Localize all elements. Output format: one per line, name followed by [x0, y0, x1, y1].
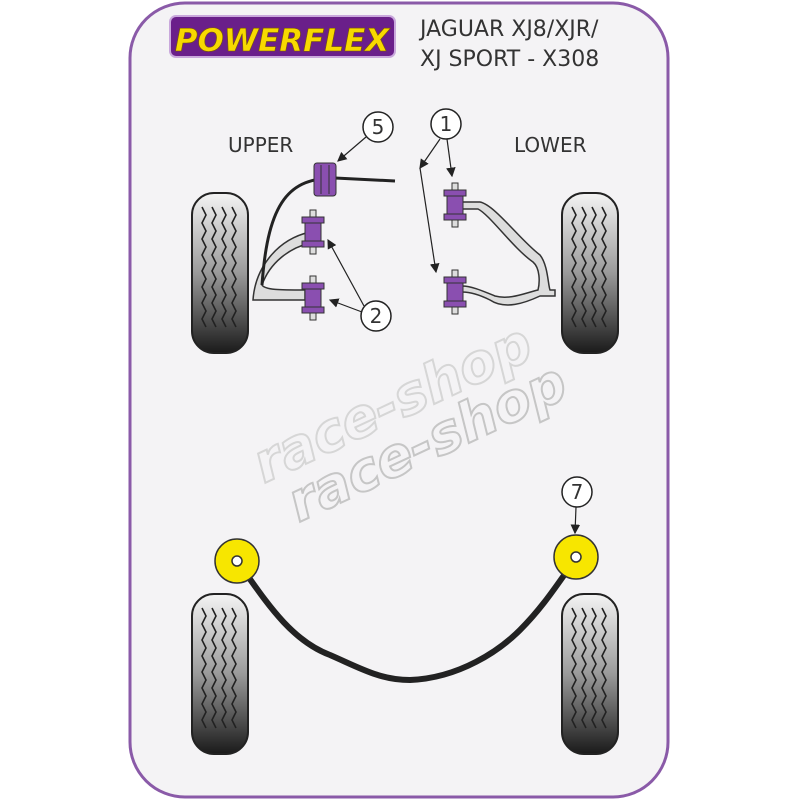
- tyre-upper-left: [191, 192, 249, 354]
- callout-arrows: [327, 136, 581, 535]
- callout-1: [430, 108, 462, 140]
- upper-wishbone: [252, 162, 396, 321]
- callout-2: [360, 300, 392, 332]
- callout-5: [362, 111, 394, 143]
- svg-text:POWERFLEX: POWERFLEX: [175, 23, 391, 59]
- tyre-upper-right: [561, 192, 619, 354]
- callout-7-label: 7: [571, 480, 584, 504]
- callout-1-label: 1: [440, 112, 453, 136]
- anti-roll-bar: [237, 558, 578, 684]
- upper-label: UPPER: [228, 133, 293, 157]
- callout-2-label: 2: [370, 304, 383, 328]
- tyre-lower-left: [191, 593, 249, 755]
- title-line2: XJ SPORT - X308: [420, 47, 599, 72]
- callout-7: [561, 476, 593, 508]
- lower-wishbone: [443, 182, 556, 315]
- powerflex-logo: POWERFLEX: [169, 15, 396, 59]
- lower-label: LOWER: [514, 133, 587, 157]
- bush-5: [313, 162, 337, 197]
- title-line1: JAGUAR XJ8/XJR/: [418, 17, 599, 42]
- callout-5-label: 5: [372, 115, 385, 139]
- tyre-lower-right: [561, 593, 619, 755]
